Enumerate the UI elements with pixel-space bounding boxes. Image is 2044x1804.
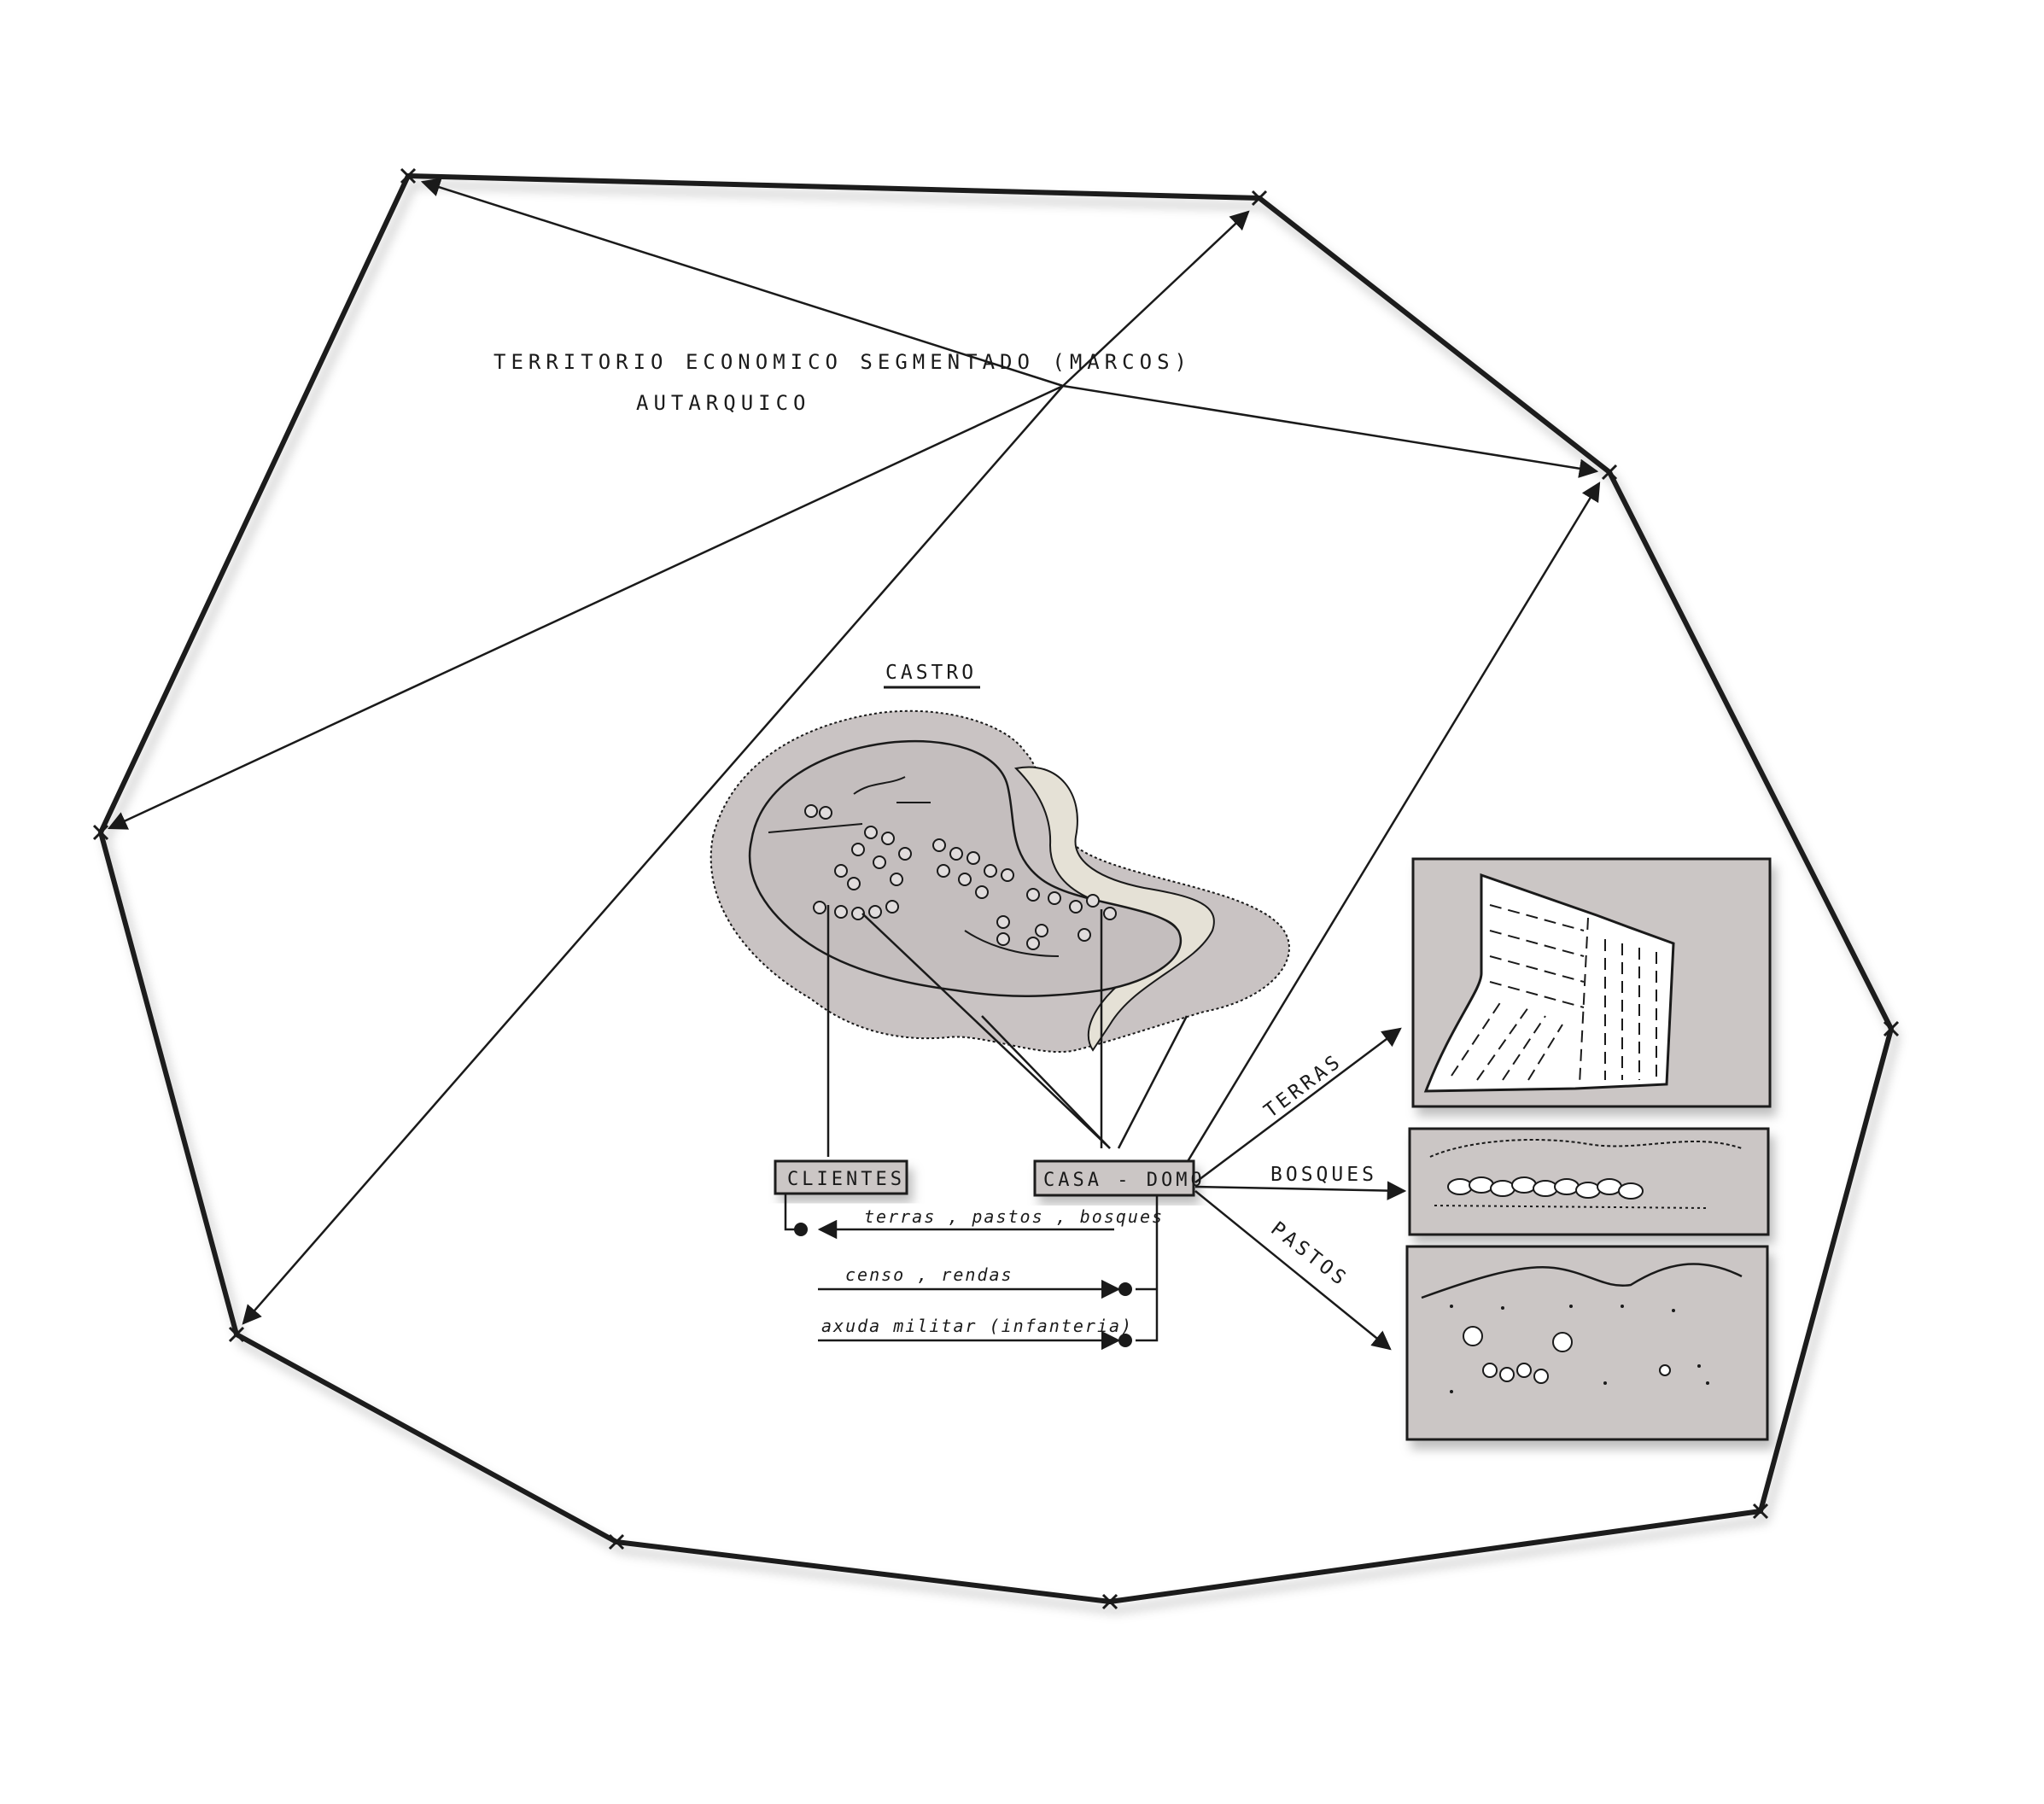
- marker-x-icon: [608, 1533, 625, 1550]
- resource-label-terras: TERRAS: [1260, 1050, 1346, 1123]
- castro-paths: [768, 776, 1060, 957]
- resource-label-pastos: PASTOS: [1266, 1217, 1352, 1291]
- flow-label-to-clientes: terras , pastos , bosques: [864, 1206, 1164, 1227]
- marker-x-icon: [1251, 190, 1268, 207]
- marker-x-icon: [1101, 1593, 1118, 1610]
- diagram-subtitle: AUTARQUICO: [636, 391, 811, 415]
- terras-fields: [1423, 873, 1675, 1093]
- arrow-to-sw-marker: [242, 385, 1064, 1325]
- marker-x-icon: [1752, 1503, 1769, 1520]
- flow-lines: [784, 1194, 1159, 1351]
- bosques-trees: [1447, 1176, 1644, 1200]
- terras-panel: [1411, 857, 1772, 1108]
- boundary-markers: [92, 167, 1900, 1610]
- pastos-trees: [1463, 1326, 1671, 1384]
- arrow-to-e-marker: [1062, 384, 1599, 478]
- pastos-dots: [1450, 1305, 1709, 1393]
- marker-x-icon: [1601, 464, 1618, 481]
- territory-boundary: [98, 173, 1894, 1604]
- flow-label-axuda: axuda militar (infanteria): [821, 1316, 1133, 1336]
- bosques-panel: [1408, 1127, 1770, 1236]
- resource-arrows: [1194, 1027, 1407, 1351]
- castro-huts: [804, 804, 1117, 950]
- resource-label-bosques: BOSQUES: [1270, 1164, 1377, 1186]
- marker-x-icon: [92, 824, 109, 841]
- terras-furrows: [1451, 904, 1657, 1085]
- arrow-casa-to-e-marker: [1185, 482, 1601, 1164]
- bosques-hills: [1429, 1139, 1743, 1158]
- marcos-radial-arrows: [107, 178, 1601, 1325]
- casa-domo-box: [1033, 1159, 1195, 1197]
- arrow-to-terras: [1194, 1027, 1402, 1183]
- diagram-title: TERRITORIO ECONOMICO SEGMENTADO (MARCOS): [493, 350, 1192, 374]
- marker-x-icon: [1883, 1020, 1900, 1037]
- arrow-to-ne-marker: [1062, 210, 1250, 387]
- arrow-to-w-marker: [107, 384, 1064, 830]
- marker-x-icon: [228, 1326, 245, 1343]
- arrow-to-bosques: [1194, 1181, 1407, 1200]
- arrow-to-nw-marker: [420, 178, 1064, 388]
- castro-inner-wall: [748, 739, 1183, 997]
- clientes-label: CLIENTES: [787, 1169, 905, 1190]
- castro-illustration: [710, 709, 1290, 1054]
- castro-connectors: [826, 905, 1188, 1157]
- pastos-hills: [1421, 1263, 1743, 1299]
- pastos-panel: [1405, 1245, 1769, 1441]
- marker-x-icon: [400, 167, 417, 184]
- casa-domo-label: CASA - DOMO: [1043, 1170, 1206, 1191]
- castro-label: CASTRO: [885, 662, 977, 684]
- flow-label-censo: censo , rendas: [845, 1264, 1013, 1285]
- flow-dots: [794, 1223, 1132, 1347]
- clientes-box: [774, 1159, 908, 1195]
- castro-road: [1013, 766, 1215, 1052]
- arrow-to-pastos: [1194, 1190, 1392, 1351]
